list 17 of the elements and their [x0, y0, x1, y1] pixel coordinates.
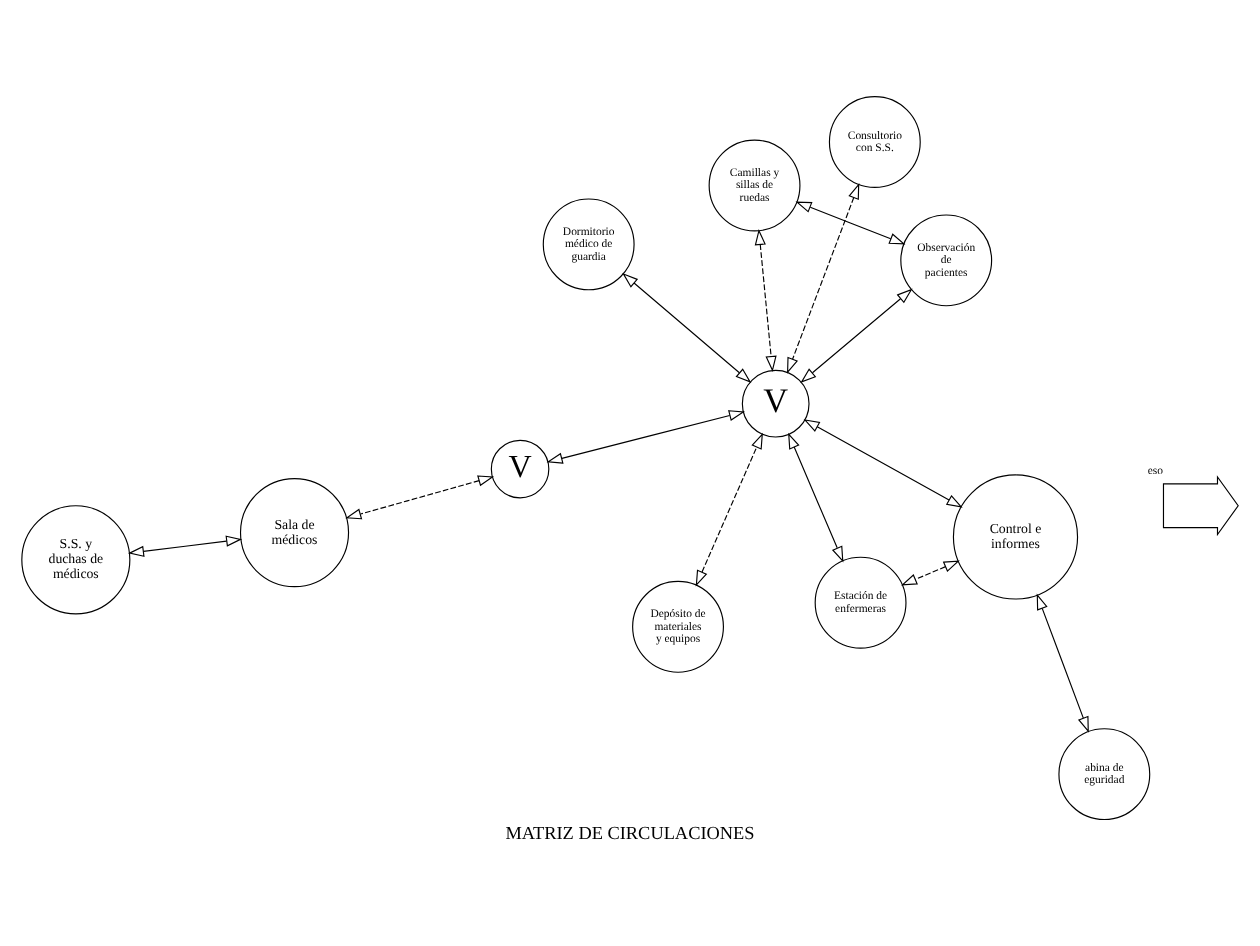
arrow	[900, 560, 960, 586]
arrow	[754, 228, 777, 373]
node-circle: V	[741, 369, 810, 438]
arrow	[345, 475, 495, 520]
node-arrow	[1162, 475, 1239, 537]
arrow	[800, 288, 913, 383]
arrow	[127, 535, 243, 557]
arrow	[803, 419, 963, 508]
arrow	[787, 183, 860, 374]
arrow	[1036, 593, 1089, 733]
arrow	[788, 432, 844, 563]
node-circle: V	[490, 439, 550, 499]
arrow	[795, 201, 906, 245]
arrow	[622, 272, 752, 383]
arrow	[546, 410, 745, 464]
arrow	[695, 432, 763, 587]
diagram-title: MATRIZ DE CIRCULACIONES	[505, 822, 755, 843]
